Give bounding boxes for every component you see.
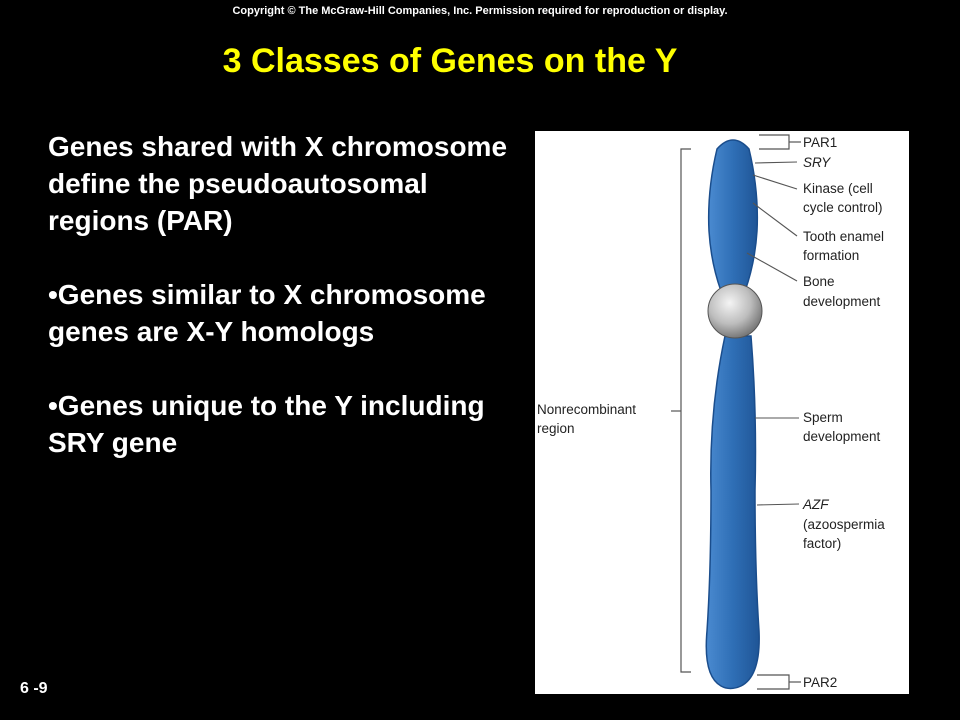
bullet-unique-genes: •Genes unique to the Y including SRY gen… xyxy=(48,390,485,458)
label-par1: PAR1 xyxy=(803,135,837,150)
centromere xyxy=(707,283,763,339)
copyright-notice: Copyright © The McGraw-Hill Companies, I… xyxy=(232,5,728,17)
label-sry: SRY xyxy=(803,155,831,170)
chromosome-lower-arm xyxy=(705,335,760,690)
label-bone-2: development xyxy=(803,294,881,309)
label-kinase-1: Kinase (cell xyxy=(803,181,873,196)
sry-pointer xyxy=(754,161,798,164)
chromosome-upper-arm xyxy=(707,139,759,292)
label-azoospermia-2: factor) xyxy=(803,536,841,551)
bullet-homologs: •Genes similar to X chromosome genes are… xyxy=(48,279,486,347)
tooth-pointer xyxy=(752,202,798,237)
label-sperm-2: development xyxy=(803,429,881,444)
kinase-pointer xyxy=(752,174,798,190)
y-chromosome-figure: PAR1 SRY Kinase (cell cycle control) Too… xyxy=(535,131,909,694)
azf-pointer xyxy=(756,503,800,506)
par1-bracket xyxy=(759,134,790,150)
slide-number: 6 -9 xyxy=(20,680,48,697)
label-bone-1: Bone xyxy=(803,274,835,289)
slide-title: 3 Classes of Genes on the Y xyxy=(222,42,678,80)
label-nonrecombinant-1: Nonrecombinant xyxy=(537,402,636,417)
bullet-par: Genes shared with X chromosome define th… xyxy=(48,131,508,236)
label-par2: PAR2 xyxy=(803,675,837,690)
label-azoospermia-1: (azoospermia xyxy=(803,517,885,532)
label-tooth-2: formation xyxy=(803,248,859,263)
bullet-list: Genes shared with X chromosome define th… xyxy=(48,128,518,498)
label-tooth-1: Tooth enamel xyxy=(803,229,884,244)
par2-bracket xyxy=(757,674,790,690)
y-chromosome-diagram: PAR1 SRY Kinase (cell cycle control) Too… xyxy=(537,134,885,690)
nonrecombinant-bracket xyxy=(680,148,691,673)
label-sperm-1: Sperm xyxy=(803,410,843,425)
bone-pointer xyxy=(746,252,798,282)
label-azf: AZF xyxy=(802,497,829,512)
label-nonrecombinant-2: region xyxy=(537,421,575,436)
label-kinase-2: cycle control) xyxy=(803,200,883,215)
